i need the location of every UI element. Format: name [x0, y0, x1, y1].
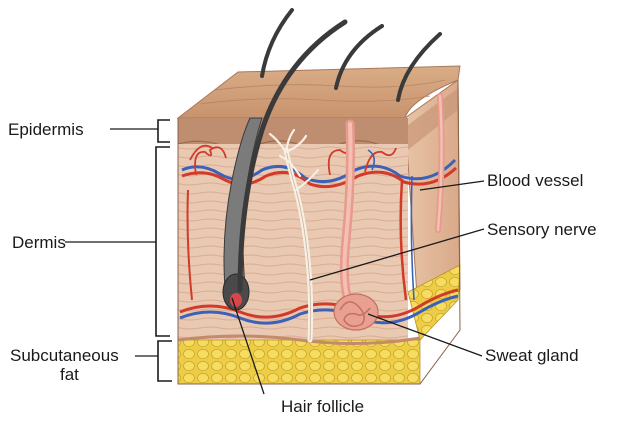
layer-brackets	[156, 120, 172, 381]
label-epidermis: Epidermis	[8, 121, 84, 138]
sweat-gland	[334, 294, 378, 330]
label-dermis: Dermis	[12, 234, 66, 251]
label-sweat-gland: Sweat gland	[485, 347, 579, 364]
label-subcutaneous-fat-line2: fat	[60, 366, 79, 383]
label-sensory-nerve: Sensory nerve	[487, 221, 597, 238]
subcutaneous-fat-layer	[178, 340, 420, 384]
label-blood-vessel: Blood vessel	[487, 172, 583, 189]
label-subcutaneous-fat: Subcutaneous	[10, 347, 119, 364]
label-hair-follicle: Hair follicle	[281, 398, 364, 415]
